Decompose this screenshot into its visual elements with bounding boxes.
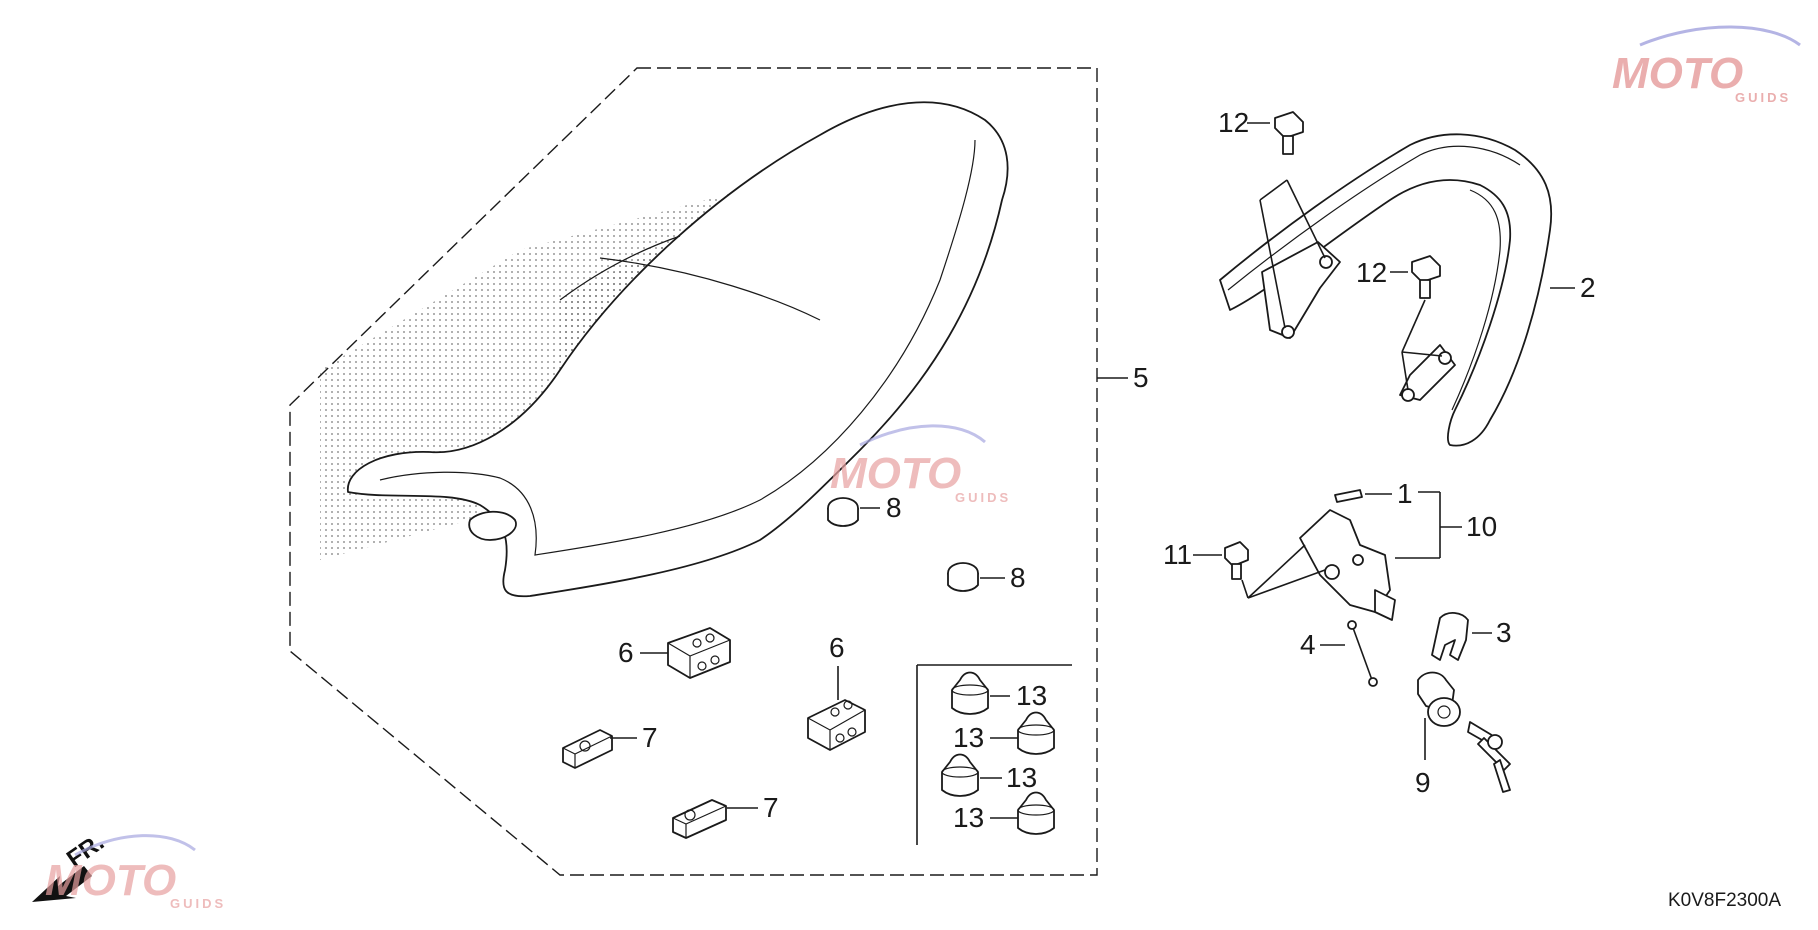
callout-7-lower: 7 [763,792,779,823]
rubber-set-box [916,664,1072,845]
plate-7-upper [562,729,613,769]
callout-13-d: 13 [953,802,984,833]
callout-8-lower: 8 [1010,562,1026,593]
callout-9: 9 [1415,767,1431,798]
rubber-13-b [1017,711,1055,755]
callout-labels: 12 12 2 5 8 8 6 6 7 7 13 13 13 13 1 10 1… [618,107,1596,833]
callout-12-lower: 12 [1356,257,1387,288]
callout-13-c: 13 [1006,762,1037,793]
callout-1: 1 [1397,478,1413,509]
seat-lock-bracket [1299,509,1396,621]
watermark-subtext: GUIDS [1735,90,1791,105]
seat-assembly [320,101,1009,598]
grab-rail [1219,133,1553,447]
callout-12-upper: 12 [1218,107,1249,138]
cable-4 [1347,620,1378,687]
callout-6-right: 6 [829,632,845,663]
callout-3: 3 [1496,617,1512,648]
watermark-text: MOTO [830,449,961,498]
watermark-subtext: GUIDS [955,490,1011,505]
bolt-11 [1224,541,1249,580]
rubber-13-a [951,671,989,715]
cushion-8-upper [827,497,859,527]
callout-2: 2 [1580,272,1596,303]
callout-4: 4 [1300,629,1316,660]
seat-kit-enclosure [289,67,1128,876]
rubber-13-c [941,753,979,797]
watermark-text: MOTO [45,856,176,905]
watermark-text: MOTO [1612,49,1743,98]
callout-7-upper: 7 [642,722,658,753]
bolt-12-upper [1274,111,1304,155]
watermark-logo-top-right: MOTO GUIDS [1612,25,1801,105]
plate-7-lower [672,799,727,839]
callout-8-upper: 8 [886,492,902,523]
callout-13-a: 13 [1016,680,1047,711]
callout-10: 10 [1466,511,1497,542]
seat-leader-lines [610,507,1018,819]
cushion-8-lower [947,562,979,592]
rail-leader-lines [1247,122,1575,391]
pin-1 [1334,489,1363,503]
watermark-logo-center: MOTO GUIDS [830,424,1011,505]
lock-leader-lines [1193,491,1492,760]
callout-11: 11 [1163,539,1192,570]
block-6-right [807,699,866,751]
clip-3 [1431,612,1469,661]
watermark-subtext: GUIDS [170,896,226,911]
callout-5: 5 [1133,362,1149,393]
callout-13-b: 13 [953,722,984,753]
drawing-code: K0V8F2300A [1668,890,1781,911]
watermark-logo-bottom-left: MOTO GUIDS [45,834,226,911]
block-6-left [667,627,731,679]
bolt-12-lower [1411,255,1441,299]
key-cylinder-9 [1417,671,1511,793]
rubber-13-d [1017,791,1055,835]
callout-6-left: 6 [618,637,634,668]
